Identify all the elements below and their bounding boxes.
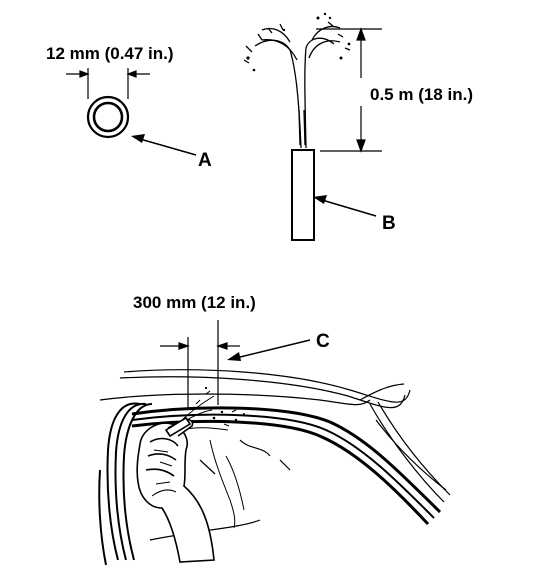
hose-cross-section [86,95,130,139]
hose-coil [98,402,153,566]
spray-distance-label: 300 mm (12 in.) [133,293,256,312]
callout-b-label: B [382,213,396,234]
hose-diameter-label: 12 mm (0.47 in.) [46,44,174,63]
vertical-hose [291,149,315,241]
spray-head [243,21,351,149]
car-body-outline [99,369,451,541]
spray-nozzle [164,416,192,438]
height-dimension [316,27,382,153]
hand-holding-hose [136,418,215,563]
callout-a-label: A [198,150,212,171]
leader-a [131,134,197,156]
water-drops [246,12,351,72]
door-seal [131,406,442,526]
diameter-dimension [66,68,150,99]
water-height-label: 0.5 m (18 in.) [370,85,473,104]
leader-c [227,339,311,361]
callout-c-label: C [316,331,330,352]
spray-distance-dimension [160,320,240,410]
water-drips [204,386,245,422]
leader-b [313,195,377,217]
